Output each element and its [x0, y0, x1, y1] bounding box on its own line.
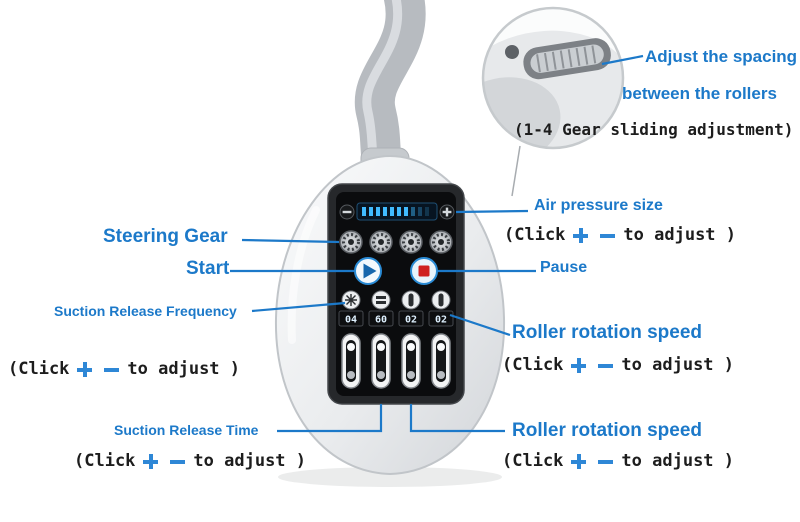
mode-icons [341, 290, 451, 310]
suction-time-label: Suction Release Time [114, 422, 259, 438]
air-pressure-adjust-note: (Click to adjust ) [504, 225, 737, 246]
click-prefix: (Click [8, 359, 70, 379]
steering-gear-label: Steering Gear [103, 226, 228, 247]
suction-time-adjust-note: (Click to adjust ) [74, 451, 307, 472]
play-icon [363, 263, 377, 279]
click-prefix: (Click [502, 355, 564, 375]
hose [354, 0, 426, 190]
roller-speed-bottom-adjust-note: (Click to adjust ) [502, 451, 735, 472]
click-suffix: to adjust ) [623, 225, 737, 245]
inset-note-line2: between the rollers [622, 84, 777, 103]
line-steering-gear [241, 238, 340, 244]
click-prefix: (Click [74, 451, 136, 471]
click-prefix: (Click [502, 451, 564, 471]
pause-label: Pause [540, 259, 588, 276]
inset-note-line1: Adjust the spacing [645, 47, 798, 66]
readout-suction-frequency: 04 [345, 315, 357, 326]
line-roller-speed-bottom [409, 404, 505, 433]
readout-suction-time: 60 [375, 315, 387, 326]
readout-roller-speed-1: 02 [405, 315, 417, 326]
roller-speed-top-label: Roller rotation speed [512, 322, 703, 343]
slider-switches [341, 333, 451, 389]
minus-icon [598, 363, 614, 368]
start-label: Start [186, 258, 230, 279]
click-suffix: to adjust ) [621, 355, 735, 375]
plus-icon [571, 454, 587, 470]
numeric-readouts: 04 60 02 02 [338, 310, 454, 327]
steering-dials [339, 230, 453, 254]
click-prefix: (Click [504, 225, 566, 245]
minus-icon [600, 233, 616, 238]
inset-note-line3: (1-4 Gear sliding adjustment) [514, 120, 794, 139]
line-roller-speed-top [449, 313, 511, 337]
plus-icon [571, 358, 587, 374]
plus-icon [143, 454, 159, 470]
readout-roller-speed-2: 02 [435, 315, 447, 326]
roller-spacing-inset [481, 6, 625, 197]
start-button [354, 257, 382, 285]
click-suffix: to adjust ) [193, 451, 307, 471]
minus-icon [104, 367, 120, 372]
air-pressure-display [339, 202, 455, 221]
line-inset-label [601, 54, 644, 66]
suction-frequency-label: Suction Release Frequency [54, 303, 237, 319]
air-pressure-label: Air pressure size [534, 197, 663, 214]
plus-icon [77, 362, 93, 378]
click-suffix: to adjust ) [621, 451, 735, 471]
minus-icon [598, 459, 614, 464]
plus-icon [573, 228, 589, 244]
click-suffix: to adjust ) [127, 359, 241, 379]
roller-speed-bottom-label: Roller rotation speed [512, 420, 703, 441]
suction-frequency-adjust-note: (Click to adjust ) [8, 359, 241, 380]
pause-button [410, 257, 438, 285]
line-suction-time [277, 404, 383, 433]
roller-speed-top-adjust-note: (Click to adjust ) [502, 355, 735, 376]
callout-lines [230, 54, 644, 433]
line-air-pressure [455, 209, 529, 214]
minus-icon [170, 459, 186, 464]
stop-icon [418, 265, 430, 277]
line-suction-frequency [251, 301, 346, 313]
control-panel: 04 60 02 02 [327, 183, 465, 405]
